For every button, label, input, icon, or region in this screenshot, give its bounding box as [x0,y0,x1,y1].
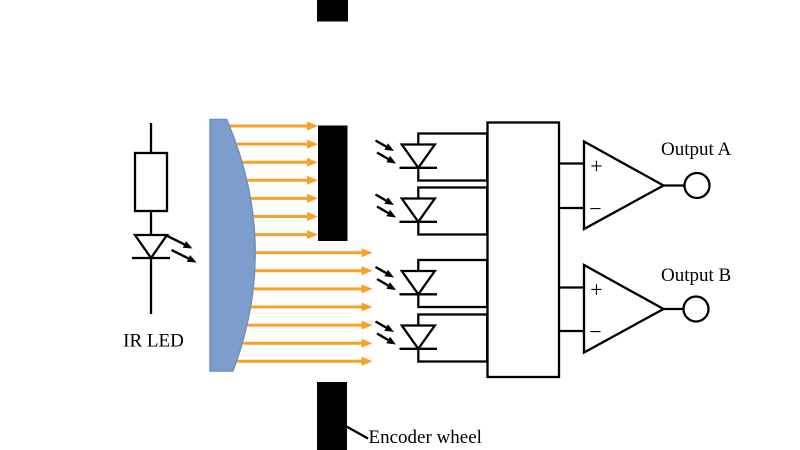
incident-light-arrow-head [384,269,394,278]
incident-light-arrow-shaft [374,265,387,275]
comparator-b: + − Output B [559,263,731,355]
incident-light-arrow-shaft [376,151,389,161]
encoder-wheel-segment-top [317,0,348,22]
light-ray-blocked-head [307,175,318,185]
ir-led-label: IR LED [123,331,184,352]
incident-light-arrow-shaft [374,139,387,148]
light-ray-blocked-head [307,193,318,203]
photodiode-triangle [399,324,438,351]
light-ray-head [361,248,373,258]
encoder-wheel-segment-middle [318,125,348,241]
incident-light-arrow-head [386,209,396,218]
emission-arrow-shaft [166,234,185,246]
photodiode-4 [374,313,489,363]
encoder-wheel [317,0,369,450]
photodiode-triangle [399,143,438,170]
light-rays [229,121,373,366]
light-ray-head [361,338,373,348]
incident-light-arrow-shaft [376,277,389,287]
light-ray-head [361,284,373,294]
lens [209,118,256,372]
encoder-wheel-segment-bottom [317,382,347,450]
incident-light-arrow-shaft [374,320,387,329]
comparator-a-triangle [582,139,666,231]
light-ray-head [361,320,373,330]
ir-led-symbol [132,123,197,314]
light-ray-blocked-head [307,139,318,149]
photodiode-loop [417,313,489,363]
encoder-wheel-leader-line [345,425,369,440]
output-a-label: Output A [661,139,731,160]
led-diode-triangle [132,233,170,261]
comparator-a: + − Output A [559,139,731,231]
photodiode-triangle [399,197,438,224]
emission-arrow-head [182,241,193,249]
light-ray-head [361,302,373,312]
encoder-wheel-label: Encoder wheel [369,427,482,448]
output-b-label: Output B [661,265,731,286]
light-ray-head [361,266,373,276]
comparator-b-minus: − [589,319,601,344]
comparator-a-minus: − [589,196,601,221]
photodiode-1 [374,132,489,182]
comparator-b-triangle [582,263,666,355]
photodiode-light-arrows [374,265,396,290]
comparator-a-plus: + [590,154,602,179]
photodiode-loop [417,186,489,236]
photodiode-light-arrows [374,139,396,164]
photodiode-light-arrows [374,320,396,345]
photodiode-loop [417,132,489,182]
photodiode-array [374,132,489,363]
signal-processing-block [486,121,561,379]
light-ray-blocked-head [307,121,318,131]
incident-light-arrow-head [386,336,396,345]
photodiode-light-arrows [374,193,396,218]
incident-light-arrow-head [384,324,394,332]
comparator-b-plus: + [590,277,602,302]
incident-light-arrow-head [384,143,394,151]
photodiode-3 [374,258,489,309]
emission-arrow-head [186,255,197,263]
light-ray-blocked-head [307,157,318,167]
incident-light-arrow-head [386,155,396,164]
light-ray-blocked-head [307,230,318,240]
photodiode-triangle [399,269,438,297]
incident-light-arrow-shaft [376,205,389,215]
light-ray-head [361,356,373,366]
resistor [133,151,169,213]
output-b-terminal [682,295,710,323]
emission-arrow-shaft [170,248,189,260]
led-emission-arrows [166,234,197,263]
photodiode-2 [374,186,489,236]
incident-light-arrow-head [384,197,394,205]
incident-light-arrow-head [386,282,396,290]
incident-light-arrow-shaft [376,332,389,342]
output-a-terminal [683,171,711,200]
light-ray-blocked-head [307,212,318,221]
photodiode-loop [417,258,489,309]
incident-light-arrow-shaft [374,193,387,202]
